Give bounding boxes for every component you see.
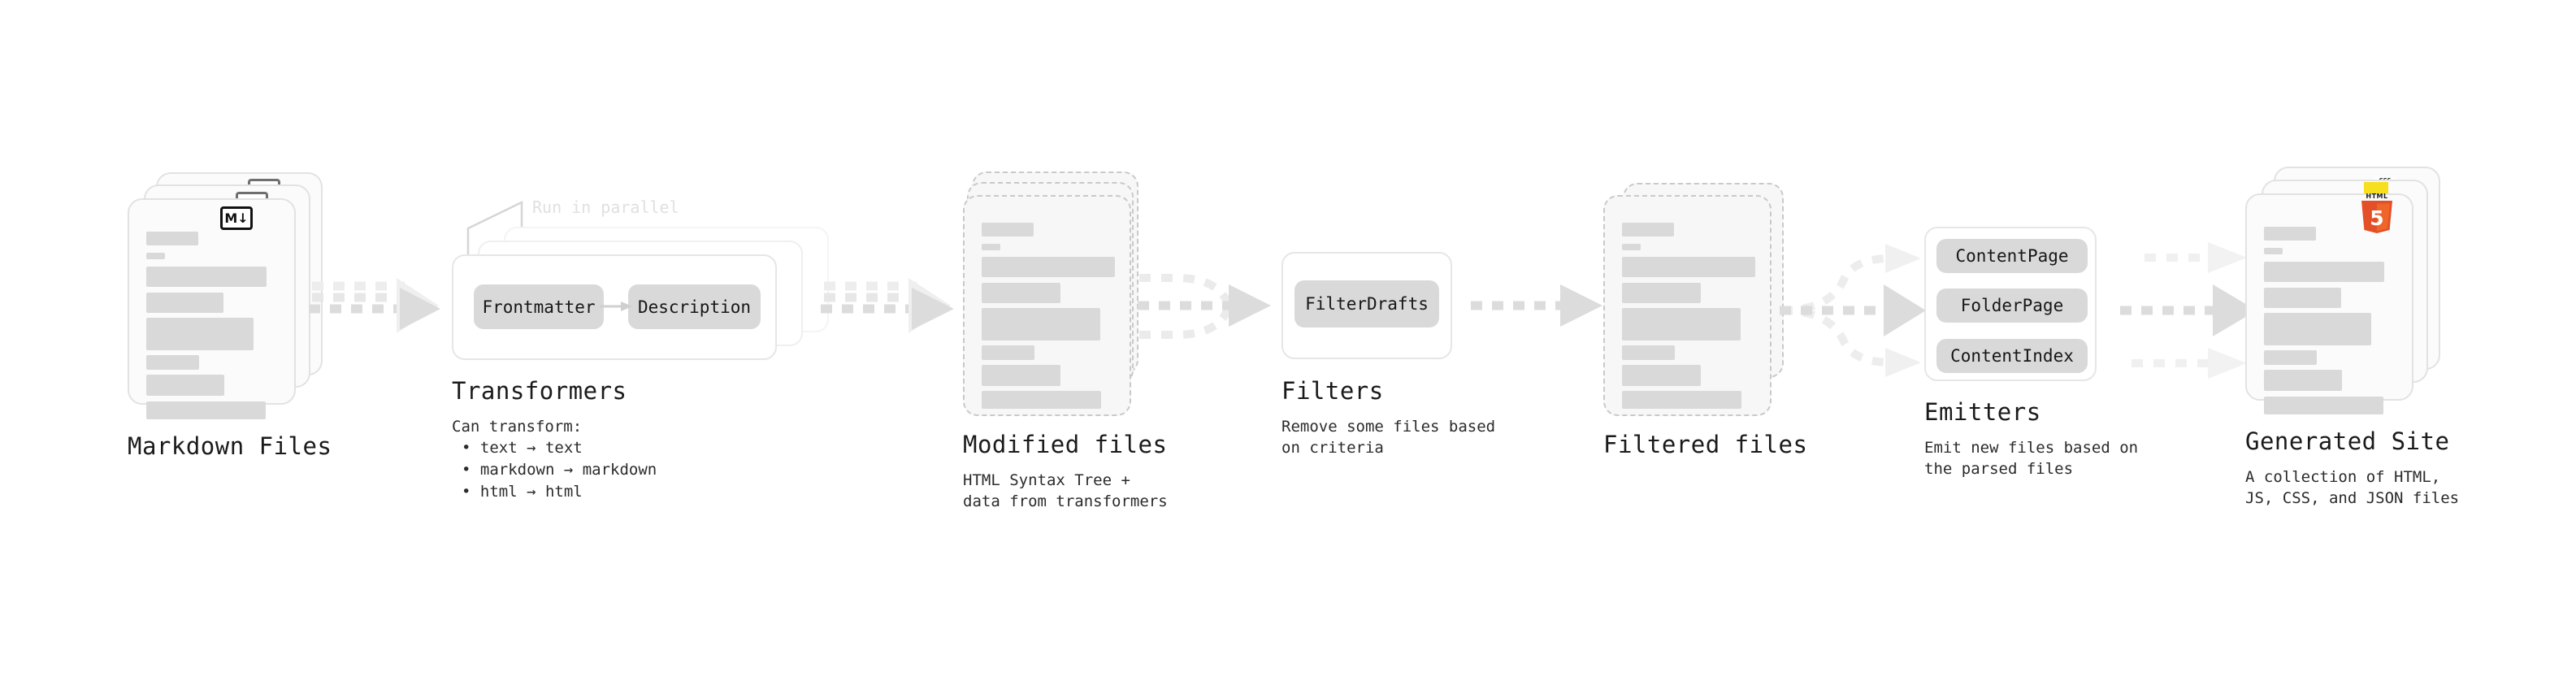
doc-line — [146, 232, 198, 245]
doc-line — [2264, 350, 2317, 365]
doc-line — [982, 365, 1060, 386]
doc-line — [982, 257, 1115, 277]
svg-text:5: 5 — [2370, 206, 2383, 230]
doc-line — [146, 375, 224, 396]
doc-line — [146, 267, 267, 287]
doc-line — [146, 355, 199, 370]
doc-line — [2264, 313, 2371, 345]
doc-line — [982, 223, 1034, 236]
markdown-badge-label: M↓ — [224, 210, 249, 226]
doc-line — [2264, 227, 2316, 241]
emitters-title: Emitters — [1924, 398, 2041, 426]
transformers-caption: Can transform: — [452, 418, 583, 436]
filter-pill-filterdrafts[interactable]: FilterDrafts — [1295, 280, 1439, 327]
filtered-file-card-front — [1603, 195, 1772, 416]
markdown-file-card-front — [128, 198, 296, 419]
doc-line — [2264, 397, 2383, 414]
transformers-title: Transformers — [452, 377, 627, 405]
filtered-files-title: Filtered files — [1603, 431, 1808, 458]
markdown-badge: M↓ — [220, 206, 253, 230]
transformers-bullet-1: • markdown → markdown — [462, 461, 657, 479]
doc-line — [2264, 288, 2341, 308]
doc-line — [1622, 365, 1701, 386]
doc-line — [146, 401, 266, 419]
doc-line — [1622, 223, 1674, 236]
doc-line — [1622, 244, 1641, 250]
arrow-transformers-to-modified — [821, 278, 954, 333]
arrow-filters-to-filtered — [1471, 284, 1602, 327]
doc-line — [2264, 370, 2342, 391]
doc-line — [982, 391, 1101, 409]
emitters-caption: Emit new files based on the parsed files — [1924, 439, 2139, 478]
run-in-parallel-leader — [466, 201, 523, 254]
modified-file-card-front — [963, 195, 1131, 416]
doc-line — [1622, 257, 1755, 277]
html5-shield-icon: 5 — [2361, 201, 2392, 233]
transformer-group-front: Frontmatter Description — [452, 254, 777, 360]
doc-line — [1622, 308, 1741, 340]
emitter-pill-folderpage[interactable]: FolderPage — [1936, 288, 2088, 323]
doc-line — [982, 283, 1060, 303]
arrow-filtered-to-emitters — [1780, 244, 1926, 377]
emitter-pill-contentpage[interactable]: ContentPage — [1936, 239, 2088, 273]
transformers-bullet-0: • text → text — [462, 439, 583, 457]
site-file-card-html — [2245, 193, 2413, 414]
arrow-markdown-to-transformers — [309, 278, 440, 333]
run-in-parallel-label: Run in parallel — [532, 197, 679, 217]
doc-line — [2264, 262, 2384, 282]
doc-line — [1622, 283, 1701, 303]
filters-caption: Remove some files based on criteria — [1281, 418, 1496, 457]
doc-line — [146, 293, 223, 313]
markdown-files-title: Markdown Files — [128, 432, 332, 460]
html5-badge-label: HTML — [2366, 193, 2388, 200]
doc-line — [146, 318, 254, 350]
filters-title: Filters — [1281, 377, 1384, 405]
js-badge — [2364, 182, 2388, 197]
transformers-bullet-2: • html → html — [462, 483, 583, 501]
transformer-pill-frontmatter[interactable]: Frontmatter — [474, 284, 604, 329]
doc-line — [2264, 248, 2283, 254]
filters-box: FilterDrafts — [1281, 252, 1452, 359]
modified-files-caption: HTML Syntax Tree + data from transformer… — [963, 471, 1168, 510]
generated-site-caption: A collection of HTML, JS, CSS, and JSON … — [2245, 468, 2460, 507]
doc-line — [1622, 391, 1741, 409]
doc-line — [982, 308, 1100, 340]
arrow-emitters-to-site — [2120, 242, 2257, 379]
modified-files-title: Modified files — [963, 431, 1168, 458]
arrow-modified-to-filters — [1138, 274, 1271, 339]
transformer-pill-description[interactable]: Description — [628, 284, 761, 329]
emitter-pill-contentindex[interactable]: ContentIndex — [1936, 339, 2088, 373]
doc-line — [1622, 345, 1675, 360]
doc-line — [982, 345, 1034, 360]
doc-line — [146, 253, 165, 259]
generated-site-title: Generated Site — [2245, 427, 2450, 455]
transformer-inner-arrow — [600, 301, 632, 311]
emitters-box: ContentPage FolderPage ContentIndex — [1924, 227, 2097, 381]
doc-line — [982, 244, 1000, 250]
html5-badge: HTML 5 — [2359, 193, 2395, 233]
